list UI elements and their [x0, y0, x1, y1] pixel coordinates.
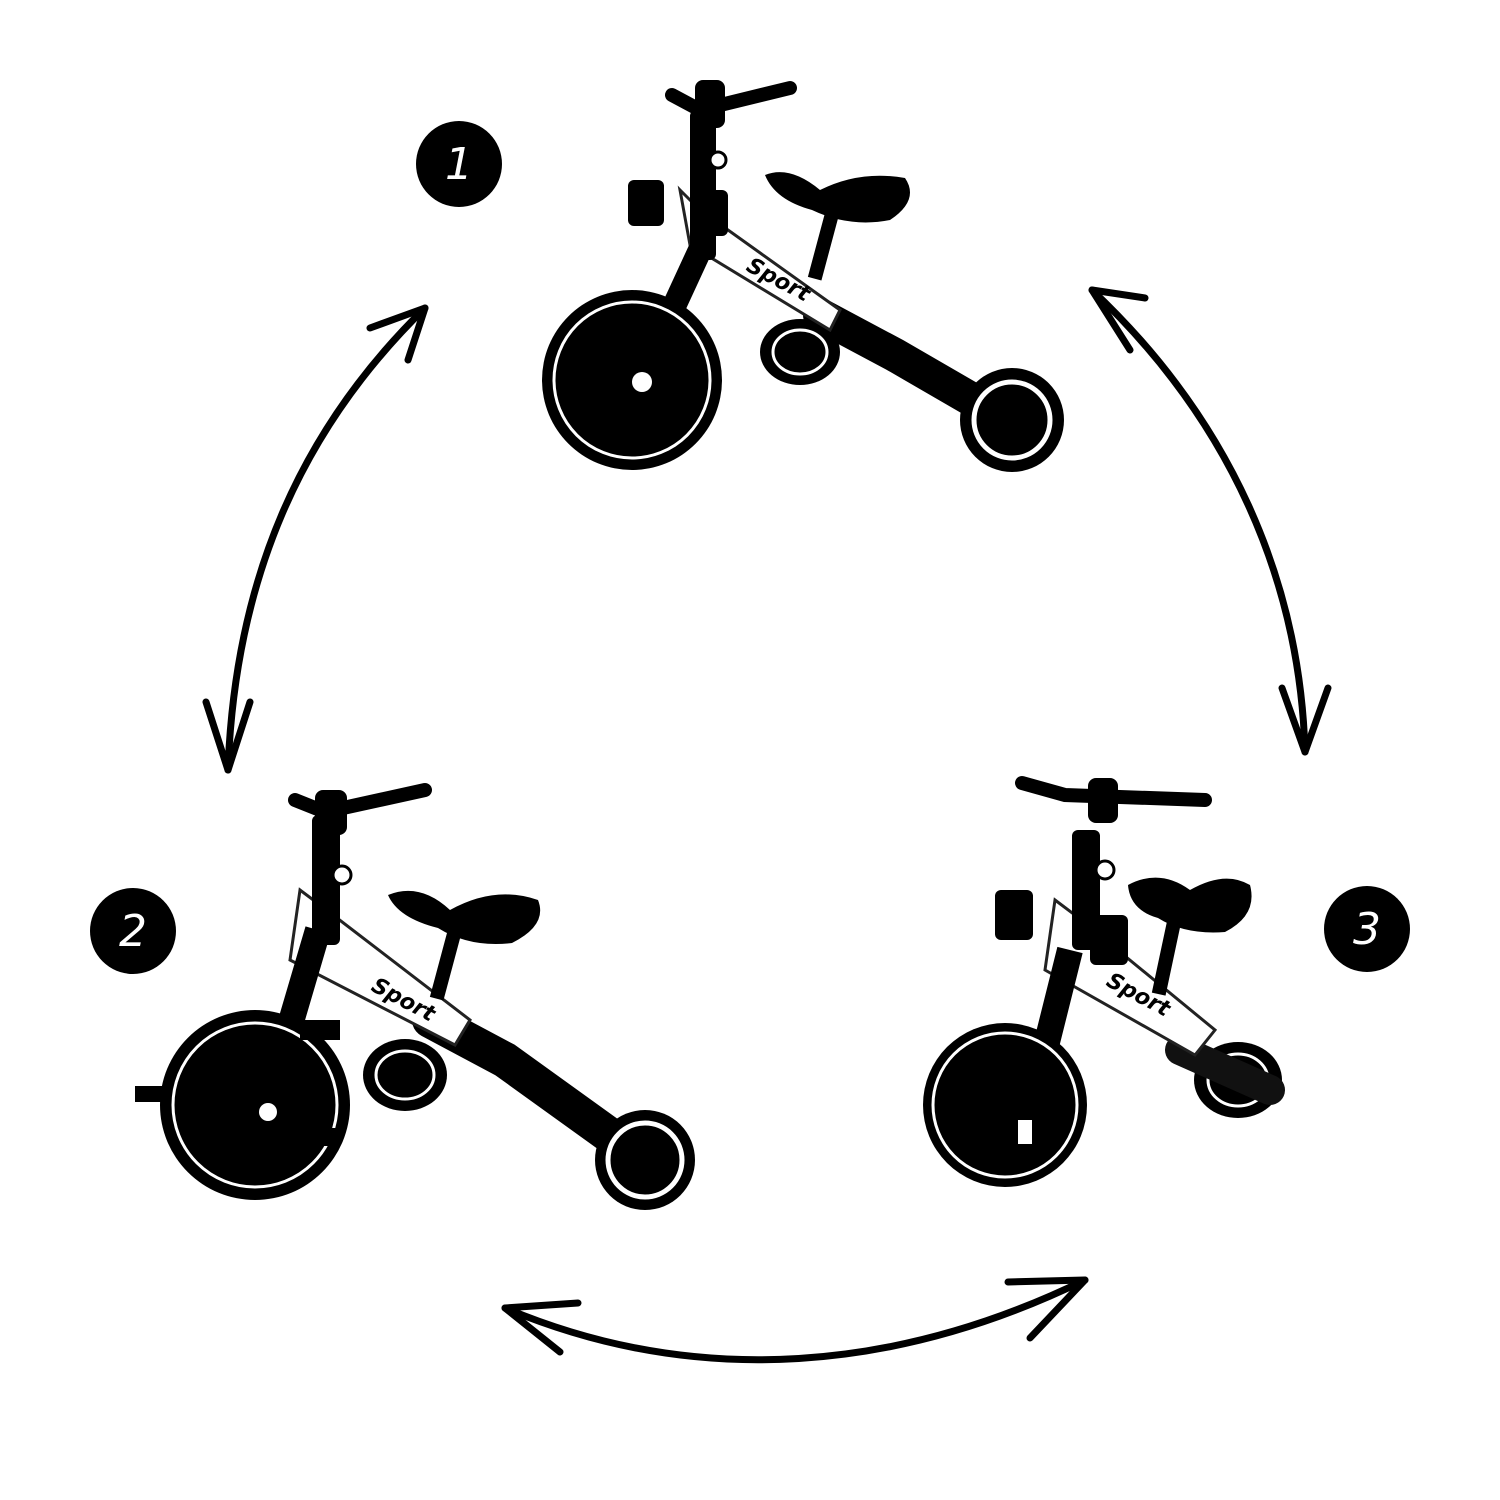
- arrow-1-2-head-bottom: [202, 698, 254, 774]
- arrow-1-2-head-top: [366, 304, 429, 364]
- arrow-1-3-head-top: [1088, 286, 1149, 354]
- arrow-1-3-head-bottom: [1278, 684, 1332, 756]
- step-badge-1: 1: [416, 121, 502, 207]
- arrow-2-3: [501, 1276, 1089, 1364]
- arrow-2-3-head-right: [1004, 1276, 1089, 1342]
- step-badge-3: 3: [1324, 886, 1410, 972]
- arrow-1-2: [224, 304, 429, 774]
- step-badge-2: 2: [90, 888, 176, 974]
- arrow-2-3-head-left: [501, 1299, 582, 1356]
- arrow-1-3: [1088, 286, 1309, 756]
